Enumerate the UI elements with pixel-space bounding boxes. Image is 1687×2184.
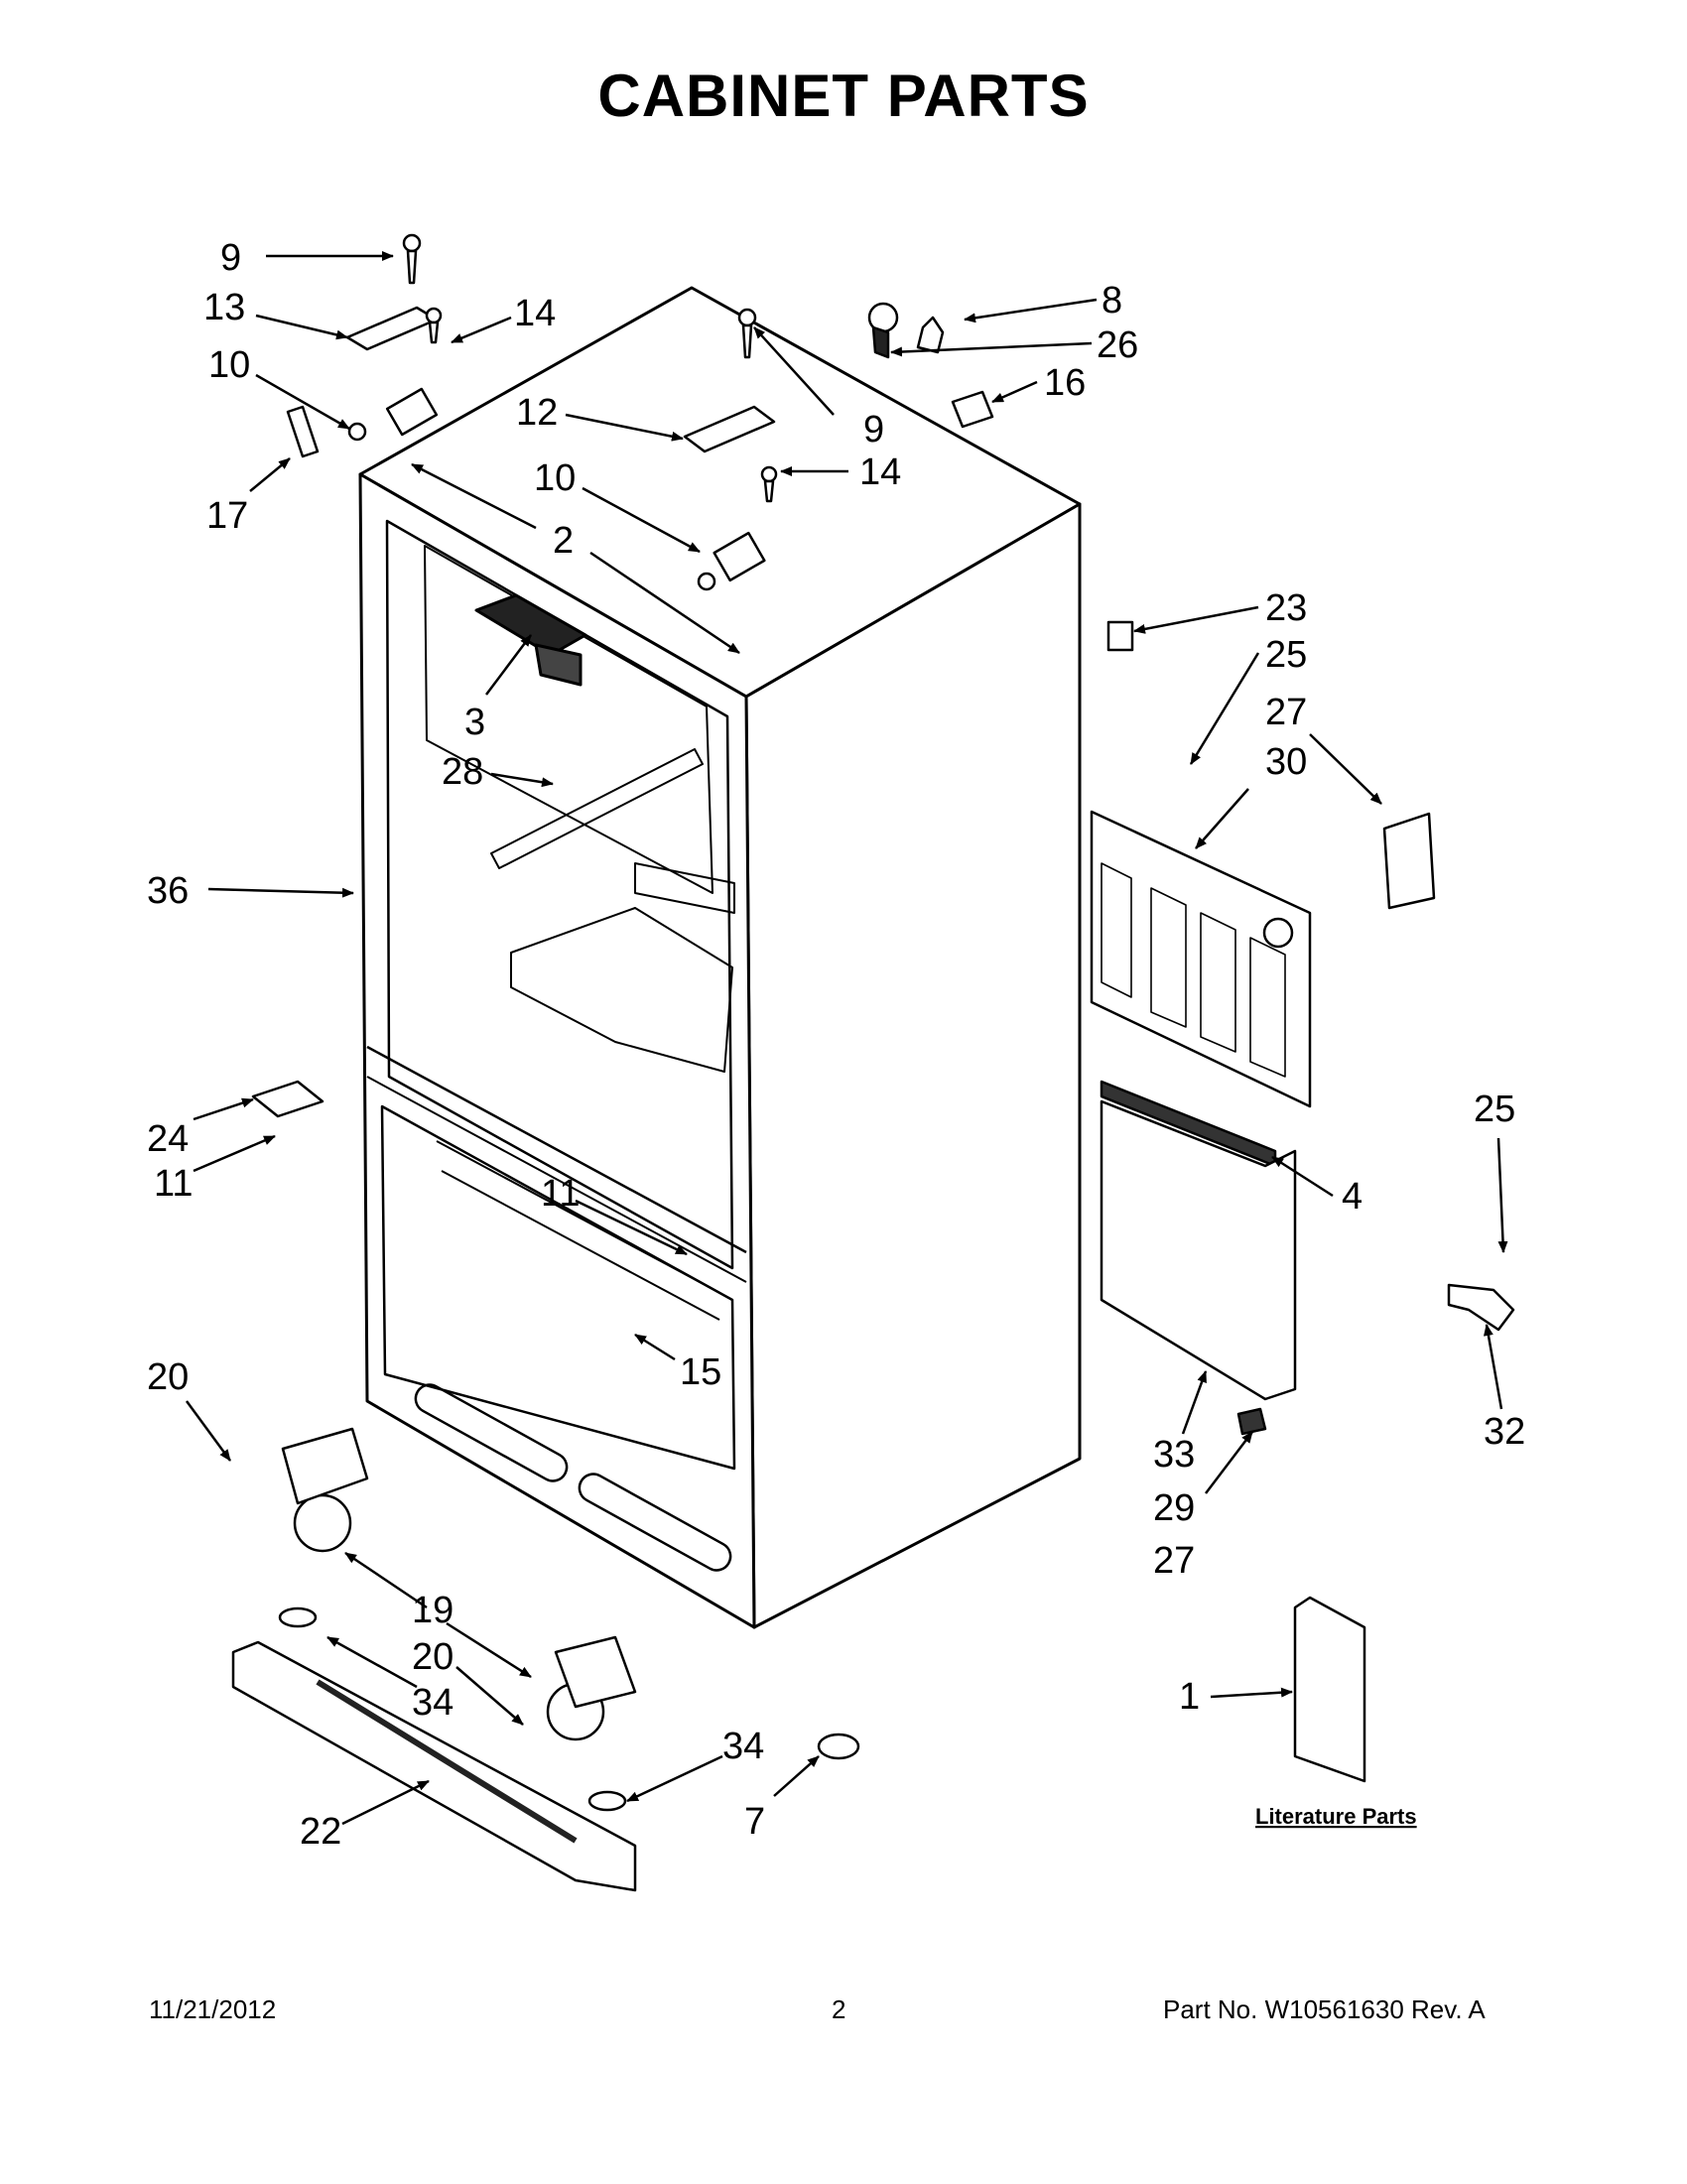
callout-label: 29: [1153, 1487, 1195, 1529]
callout-label: 20: [147, 1356, 189, 1398]
callout-label: 10: [208, 344, 250, 386]
cabinet-body: [358, 286, 1082, 1629]
callout-label: 12: [516, 392, 558, 434]
callout-label: 3: [464, 702, 485, 743]
callout-label: 8: [1102, 280, 1122, 321]
callout-label: 10: [534, 457, 576, 499]
footer-date: 11/21/2012: [149, 1994, 277, 2024]
callout-label: 32: [1484, 1411, 1525, 1453]
callout-label: 24: [147, 1118, 189, 1160]
leader-arrows: [185, 251, 1508, 1826]
callout-label: 16: [1044, 362, 1086, 404]
callout-label: 17: [206, 495, 248, 537]
callout-label: 11: [154, 1163, 193, 1205]
callout-label: 11: [541, 1173, 580, 1215]
callout-label: 2: [553, 520, 574, 562]
callout-label: 14: [859, 451, 901, 493]
footer-part-number: Part No. W10561630 Rev. A: [1163, 1994, 1486, 2024]
callout-label: 9: [863, 409, 884, 450]
callout-label: 36: [147, 870, 189, 912]
callout-label: 13: [203, 287, 245, 328]
callout-label: 9: [220, 237, 241, 279]
callout-label: 25: [1474, 1089, 1515, 1130]
callout-label: 15: [680, 1351, 721, 1393]
callout-labels: 9 13 14 10 17 2 12 9 10 14 8 26 16 23 25…: [147, 237, 1525, 1853]
part-drawings: [231, 233, 1515, 1892]
callout-label: 27: [1265, 692, 1307, 733]
callout-label: 28: [442, 751, 483, 793]
callout-label: 27: [1153, 1540, 1195, 1582]
callout-label: 34: [412, 1682, 454, 1724]
callout-label: 30: [1265, 741, 1307, 783]
callout-label: 19: [412, 1590, 454, 1631]
callout-label: 25: [1265, 634, 1307, 676]
footer-page-number: 2: [832, 1994, 846, 2024]
callout-label: 22: [300, 1811, 341, 1853]
callout-label: 1: [1179, 1676, 1200, 1718]
callout-label: 7: [744, 1801, 765, 1843]
callout-label: 23: [1265, 587, 1307, 629]
page-title: CABINET PARTS: [597, 63, 1090, 129]
callout-label: 20: [412, 1636, 454, 1678]
callout-label: 34: [722, 1726, 764, 1767]
literature-parts-label: Literature Parts: [1255, 1804, 1417, 1829]
callout-label: 4: [1342, 1176, 1363, 1218]
callout-label: 33: [1153, 1434, 1195, 1476]
callout-label: 14: [514, 293, 556, 334]
callout-label: 26: [1097, 324, 1138, 366]
